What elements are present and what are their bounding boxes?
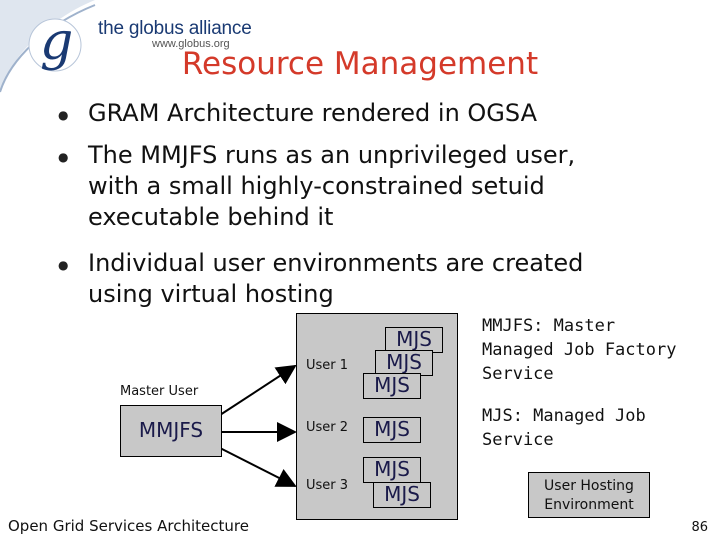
bullet-3: Individual user environments are created… bbox=[88, 248, 583, 310]
bullet-2-line-3: executable behind it bbox=[88, 203, 334, 231]
page-number: 86 bbox=[691, 520, 708, 535]
logo-name: the globus alliance bbox=[98, 18, 252, 39]
master-user-label: Master User bbox=[120, 384, 199, 399]
user-3-label: User 3 bbox=[306, 478, 349, 493]
footer-text: Open Grid Services Architecture bbox=[8, 517, 249, 535]
bullet-icon: ● bbox=[58, 150, 69, 164]
user-1-job-3: MJS bbox=[363, 373, 421, 399]
user-2-label: User 2 bbox=[306, 420, 349, 435]
logo-g-letter: g bbox=[40, 12, 74, 72]
user-1-job-2: MJS bbox=[375, 350, 433, 376]
note-mmjfs: MMJFS: Master Managed Job Factory Servic… bbox=[482, 314, 676, 386]
user-hosting-legend: User Hosting Environment bbox=[528, 472, 650, 518]
note-mmjfs-line-1: MMJFS: Master bbox=[482, 316, 616, 336]
user-2-job-1: MJS bbox=[363, 417, 421, 443]
note-mjs-line-2: Service bbox=[482, 430, 554, 450]
note-mjs: MJS: Managed Job Service bbox=[482, 404, 646, 452]
note-mjs-line-1: MJS: Managed Job bbox=[482, 406, 646, 426]
logo-url: www.globus.org bbox=[152, 38, 230, 50]
user-3-job-2: MJS bbox=[373, 482, 431, 508]
user-1-job-1: MJS bbox=[385, 327, 443, 353]
bullet-2: The MMJFS runs as an unprivileged user, … bbox=[88, 140, 575, 233]
note-mmjfs-line-3: Service bbox=[482, 364, 554, 384]
mmjfs-label: MMJFS bbox=[138, 418, 204, 442]
globus-logo-swoosh bbox=[0, 0, 96, 93]
bullet-icon: ● bbox=[58, 108, 69, 122]
bullet-icon: ● bbox=[58, 258, 69, 272]
bullet-3-line-2: using virtual hosting bbox=[88, 280, 334, 308]
slide-title-text: Resource Management bbox=[181, 46, 539, 82]
bullet-3-line-1: Individual user environments are created bbox=[88, 249, 584, 277]
legend-line-2: Environment bbox=[544, 497, 634, 513]
bullet-2-line-2: with a small highly-constrained setuid bbox=[88, 172, 545, 200]
slide-title: Resource Management bbox=[0, 46, 720, 82]
note-mmjfs-line-2: Managed Job Factory bbox=[482, 340, 677, 360]
legend-line-1: User Hosting bbox=[544, 478, 634, 494]
user-1-label: User 1 bbox=[306, 358, 349, 373]
bullet-2-line-1: The MMJFS runs as an unprivileged user, bbox=[88, 141, 576, 169]
bullet-1: GRAM Architecture rendered in OGSA bbox=[88, 98, 537, 129]
mmjfs-box: MMJFS bbox=[120, 405, 222, 457]
bullet-1-line-1: GRAM Architecture rendered in OGSA bbox=[88, 99, 537, 127]
user-3-job-1: MJS bbox=[363, 457, 421, 483]
